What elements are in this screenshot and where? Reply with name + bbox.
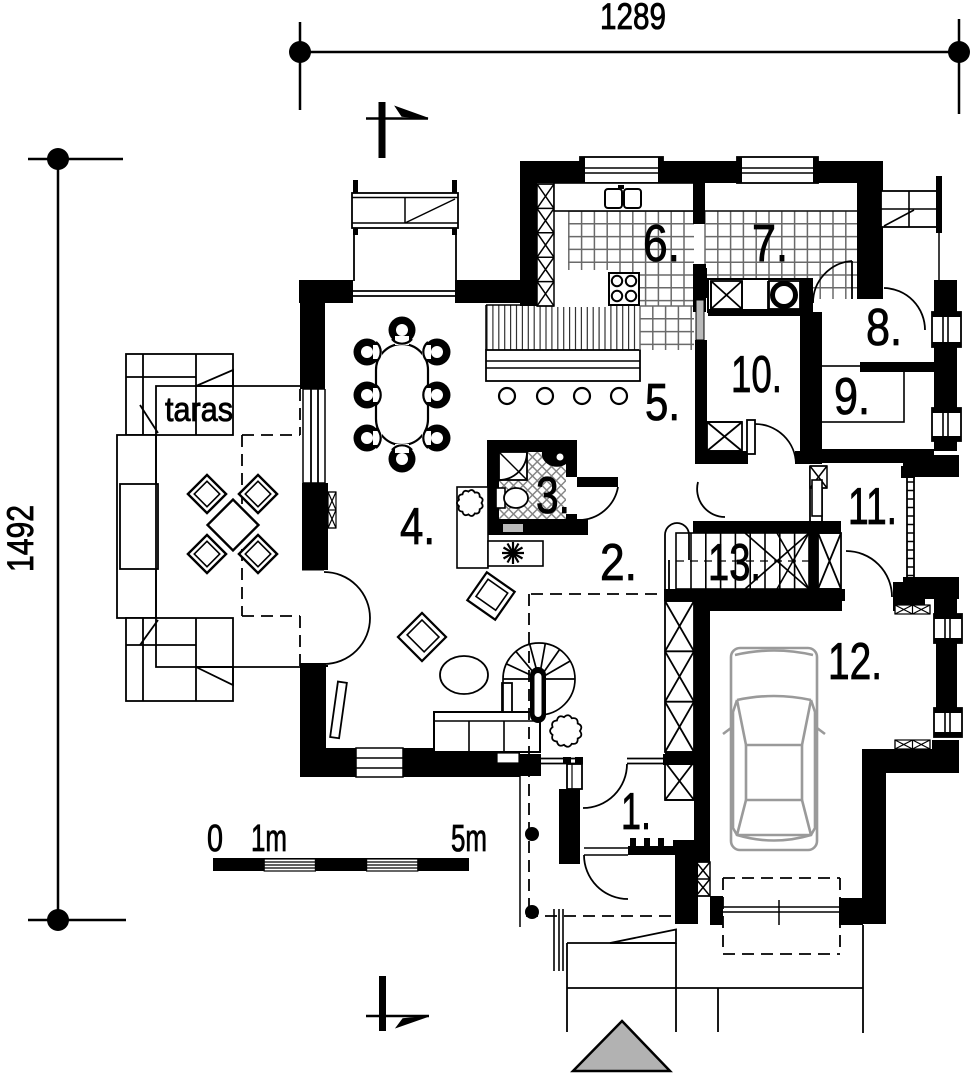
svg-text:6.: 6. xyxy=(643,215,680,273)
svg-text:7.: 7. xyxy=(752,215,788,273)
svg-text:5m: 5m xyxy=(451,818,487,860)
svg-text:10.: 10. xyxy=(731,346,782,404)
svg-text:1289: 1289 xyxy=(600,0,666,37)
svg-text:5.: 5. xyxy=(645,374,680,432)
svg-text:8.: 8. xyxy=(866,299,902,357)
svg-text:1.: 1. xyxy=(621,783,651,841)
svg-text:13.: 13. xyxy=(708,534,761,592)
svg-text:taras: taras xyxy=(165,391,233,429)
svg-text:4.: 4. xyxy=(400,498,435,556)
svg-text:1m: 1m xyxy=(251,818,287,860)
svg-text:0: 0 xyxy=(207,818,223,860)
svg-text:2.: 2. xyxy=(600,534,637,592)
svg-text:11.: 11. xyxy=(848,478,897,536)
svg-text:9.: 9. xyxy=(834,368,870,426)
svg-text:12.: 12. xyxy=(828,633,882,691)
svg-text:1492: 1492 xyxy=(0,505,41,572)
svg-text:3.: 3. xyxy=(536,467,570,525)
